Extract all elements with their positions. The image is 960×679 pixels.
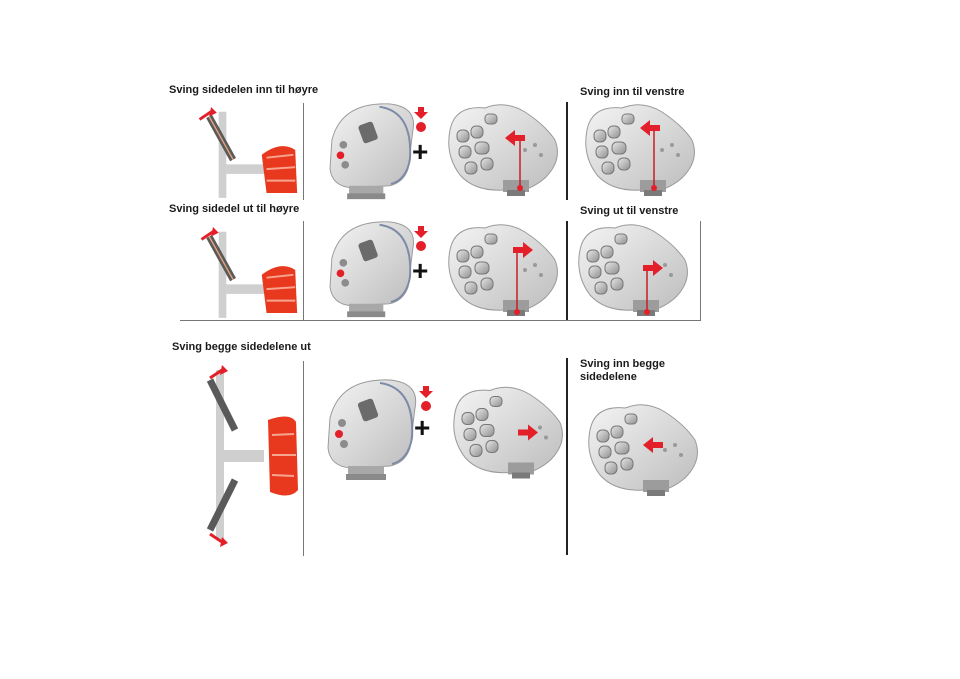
divider-row2-left (303, 221, 304, 320)
joystick-buttons-icon (448, 104, 558, 197)
press-arrow-icon (414, 107, 428, 132)
plus-symbol: + (414, 412, 431, 443)
machine-icon (198, 106, 300, 200)
joystick-buttons-icon (588, 404, 698, 497)
plus-symbol: + (412, 136, 429, 167)
label-row3-right-2: sidedelene (580, 371, 637, 383)
press-arrow-icon (414, 226, 428, 251)
divider-row2-right (566, 221, 568, 320)
label-row2-right: Sving ut til venstre (580, 205, 679, 217)
divider-row1-right (566, 102, 568, 200)
machine-icon (200, 226, 300, 320)
divider-row1-left (303, 103, 304, 200)
joystick-icon (327, 378, 417, 481)
press-arrow-icon (419, 386, 433, 411)
joystick-buttons-icon (448, 224, 558, 317)
plus-symbol: + (412, 255, 429, 286)
divider-row2-bottom (180, 320, 701, 321)
label-row1-right: Sving inn til venstre (580, 86, 685, 98)
divider-row3-right (566, 358, 568, 555)
joystick-buttons-icon (578, 224, 688, 317)
joystick-icon (329, 102, 415, 201)
divider-row2-end (700, 221, 701, 320)
machine-icon (206, 365, 298, 547)
joystick-buttons-icon (453, 386, 563, 479)
label-row2-left: Sving sidedel ut til høyre (169, 203, 300, 215)
label-row3-left: Sving begge sidedelene ut (172, 341, 311, 353)
divider-row3-left (303, 361, 304, 556)
joystick-icon (329, 220, 415, 319)
label-row1-left: Sving sidedelen inn til høyre (169, 84, 319, 96)
joystick-buttons-icon (585, 104, 695, 197)
label-row3-right-1: Sving inn begge (580, 358, 665, 370)
